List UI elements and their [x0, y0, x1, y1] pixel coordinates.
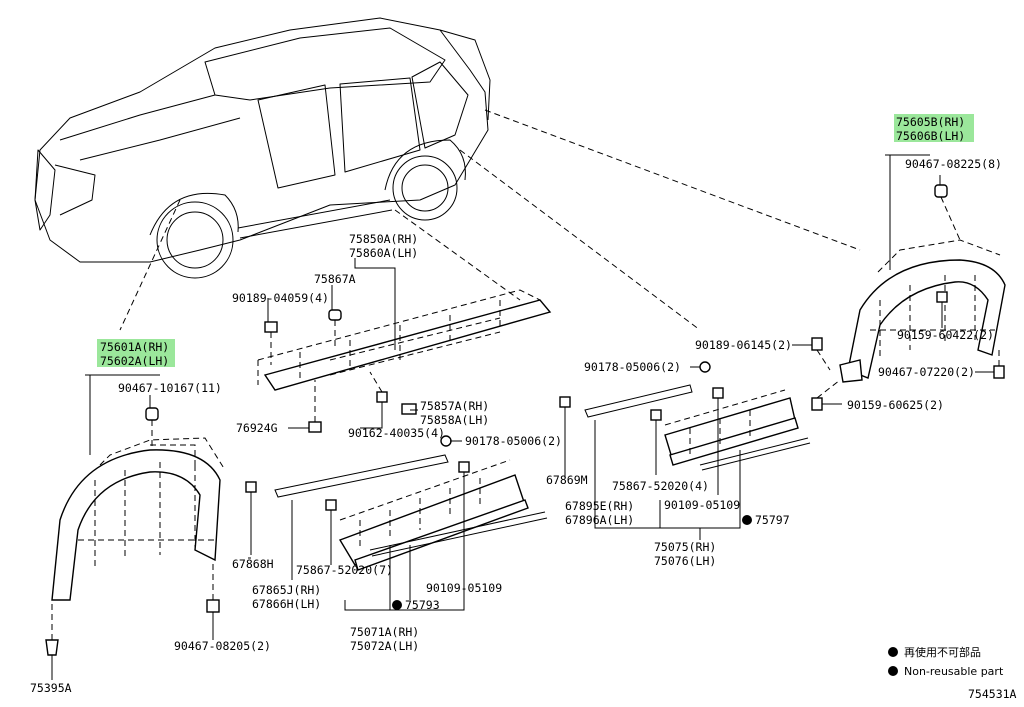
vehicle-illustration — [34, 17, 491, 279]
diagram-id: 754531A — [968, 687, 1017, 701]
label-90189-06145: 90189-06145(2) — [695, 338, 792, 352]
clip-75857A — [401, 403, 417, 415]
clip-75867A — [328, 309, 342, 350]
side-moulding-upper — [257, 289, 552, 391]
clip-90159-60422 — [936, 291, 948, 303]
clip-90189-04059 — [264, 321, 278, 365]
label-75606B: 75606B(LH) — [896, 129, 965, 143]
label-75858A: 75858A(LH) — [420, 413, 489, 427]
label-90109-05109-b: 90109-05109 — [664, 498, 740, 512]
non-reusable-dot — [742, 515, 752, 525]
front-wheel-arch-moulding — [51, 437, 226, 601]
label-90109-05109-a: 90109-05109 — [426, 581, 502, 595]
rocker-moulding-rear — [584, 384, 811, 471]
label-90159-60625: 90159-60625(2) — [847, 398, 944, 412]
label-75867-52020-4: 75867-52020(4) — [612, 479, 709, 493]
label-90467-08205: 90467-08205(2) — [174, 639, 271, 653]
clip-90467-08225 — [934, 184, 961, 241]
label-75605B: 75605B(RH) — [896, 115, 965, 129]
label-67895E: 67895E(RH) — [565, 499, 634, 513]
clip-76924G — [308, 380, 322, 433]
leader-lines — [51, 154, 994, 680]
legend: 再使用不可部品 Non-reusable part — [888, 645, 1004, 678]
label-67868H: 67868H — [232, 557, 274, 571]
clip-90109-05109-b — [712, 387, 724, 495]
label-75071A: 75071A(RH) — [350, 625, 419, 639]
clip-75867-52020-7 — [325, 499, 337, 565]
label-75076: 75076(LH) — [654, 554, 716, 568]
fasteners — [45, 184, 1005, 656]
legend-line-en: Non-reusable part — [904, 665, 1004, 678]
label-67866H: 67866H(LH) — [252, 597, 321, 611]
label-75867A: 75867A — [314, 272, 356, 286]
label-90467-08225: 90467-08225(8) — [905, 157, 1002, 171]
label-75857A: 75857A(RH) — [420, 399, 489, 413]
label-67869M: 67869M — [546, 473, 588, 487]
rocker-moulding-front — [274, 454, 548, 571]
label-90178-05006-a: 90178-05006(2) — [584, 360, 681, 374]
label-75860A: 75860A(LH) — [349, 246, 418, 260]
label-75867-52020-7: 75867-52020(7) — [296, 563, 393, 577]
label-67865J: 67865J(RH) — [252, 583, 321, 597]
part-labels: 75850A(RH) 75860A(LH) 75867A 90189-04059… — [30, 115, 1002, 695]
clip-90178-05006-a — [699, 361, 711, 373]
label-75395A: 75395A — [30, 681, 72, 695]
clip-90467-10167 — [145, 407, 159, 450]
clip-90159-60625 — [811, 379, 841, 411]
clip-90162-40035 — [369, 371, 388, 403]
rear-wheel-arch-moulding — [839, 239, 1006, 383]
label-90467-07220: 90467-07220(2) — [878, 365, 975, 379]
clip-67869M — [559, 396, 571, 408]
label-76924G: 76924G — [236, 421, 278, 435]
clip-75867-52020-4 — [650, 409, 662, 475]
clip-67868H — [245, 481, 257, 555]
label-75601A: 75601A(RH) — [100, 340, 169, 354]
highlight-rear-flare — [894, 114, 974, 142]
label-90162-40035: 90162-40035(4) — [348, 426, 445, 440]
label-75602A: 75602A(LH) — [100, 354, 169, 368]
clip-90109-05109-a — [458, 461, 470, 580]
clip-90189-06145 — [811, 337, 831, 371]
label-90467-10167: 90467-10167(11) — [118, 381, 222, 395]
highlight-front-flare — [97, 339, 175, 367]
non-reusable-dot — [392, 600, 402, 610]
label-67896A: 67896A(LH) — [565, 513, 634, 527]
clip-90467-08205 — [206, 560, 220, 613]
clip-75395A — [45, 602, 59, 656]
label-75793: 75793 — [405, 598, 440, 612]
legend-line-jp: 再使用不可部品 — [904, 645, 981, 659]
label-75075: 75075(RH) — [654, 540, 716, 554]
label-90159-60422: 90159-60422(2) — [897, 328, 994, 342]
label-90189-04059: 90189-04059(4) — [232, 291, 329, 305]
label-75850A: 75850A(RH) — [349, 232, 418, 246]
legend-dot — [888, 666, 898, 676]
legend-dot — [888, 647, 898, 657]
label-75797: 75797 — [755, 513, 790, 527]
label-75072A: 75072A(LH) — [350, 639, 419, 653]
clip-90467-07220 — [993, 350, 1005, 379]
label-90178-05006-b: 90178-05006(2) — [465, 434, 562, 448]
